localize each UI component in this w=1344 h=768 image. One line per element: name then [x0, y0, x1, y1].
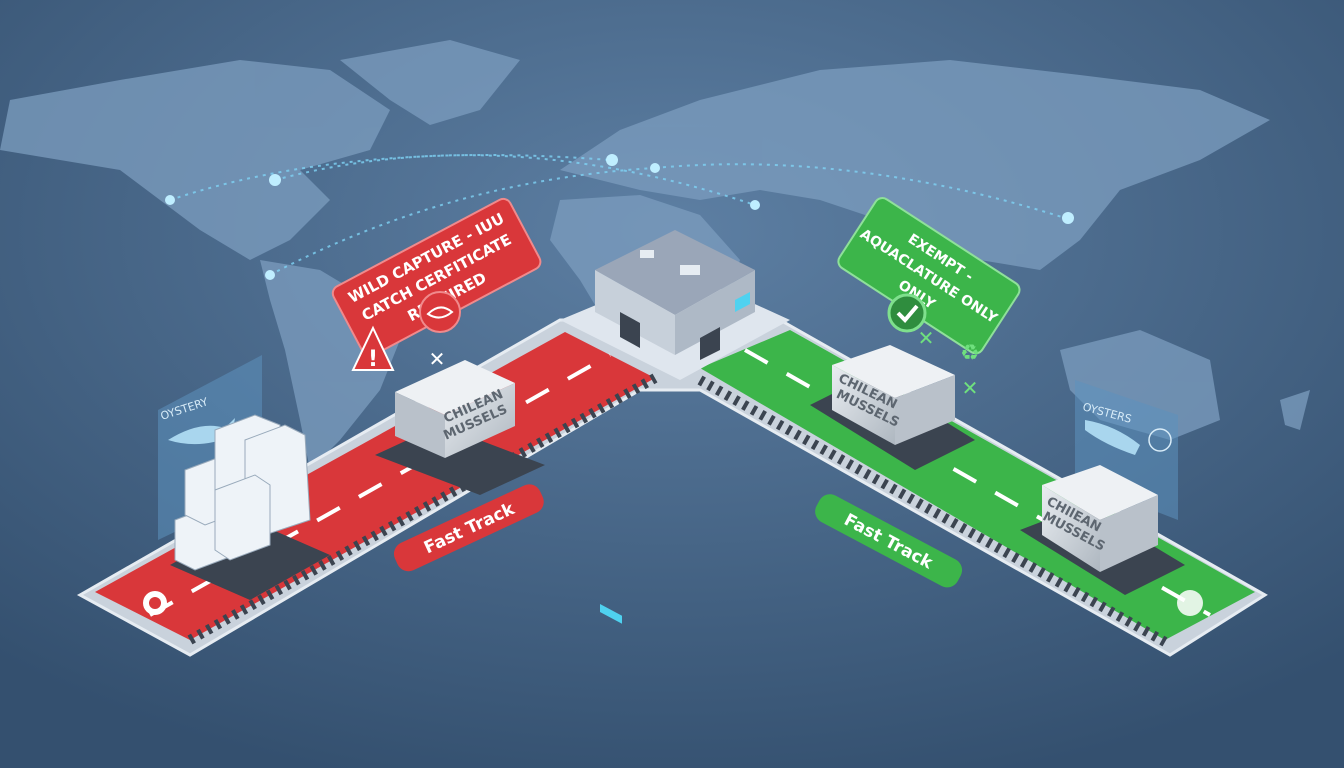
warning-icon: !: [351, 325, 395, 372]
x-mark-icon: ✕: [429, 347, 446, 371]
container-green-lane-2: CHIlEAN MUSSELS: [1020, 465, 1185, 595]
document-stacks: [170, 414, 330, 600]
fish-prohibited-icon: [419, 291, 461, 333]
container-green-lane-1: CHILEAN MUSSELS: [810, 345, 975, 470]
svg-text:!: !: [368, 347, 378, 372]
x-mark-icon: ✕: [918, 326, 935, 350]
recycle-icon: ♻: [960, 341, 980, 366]
check-icon: [887, 293, 927, 333]
fish-icon: [1177, 590, 1203, 616]
world-map: [0, 40, 1310, 470]
container-red-lane: CHILEAN MUSSELS: [375, 360, 545, 495]
route-nodes: [165, 154, 1074, 280]
trade-routes: [169, 154, 1066, 276]
customs-hub-building: [560, 230, 790, 624]
x-mark-icon: ✕: [962, 376, 979, 400]
